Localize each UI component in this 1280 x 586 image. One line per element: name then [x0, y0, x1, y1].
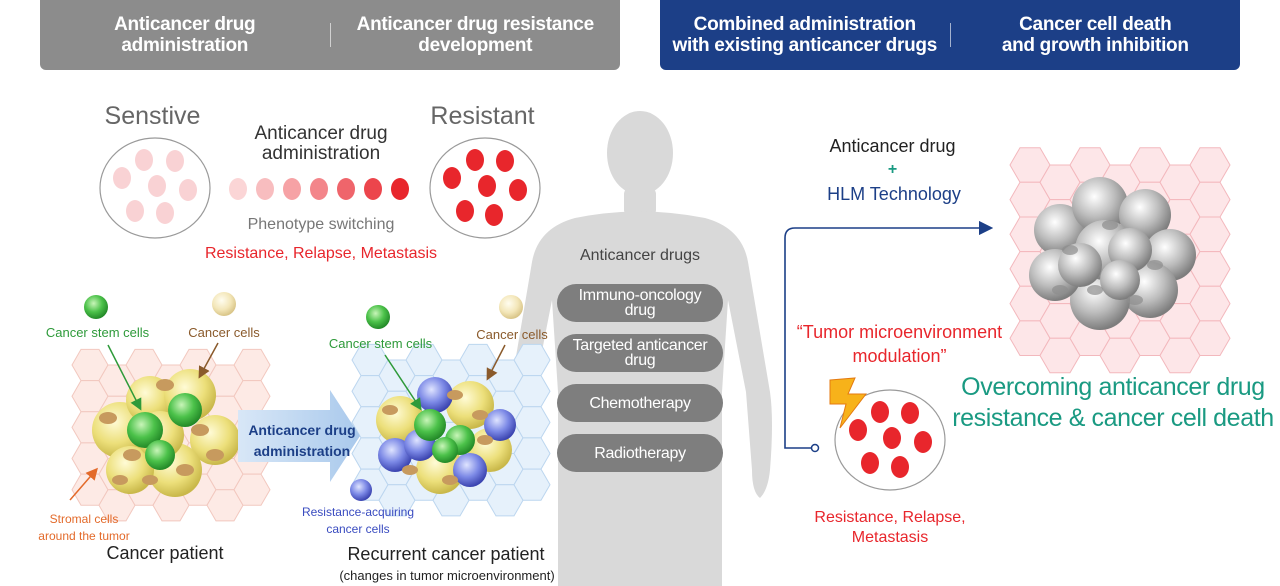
resistant-cell-icon	[350, 479, 372, 501]
resistance-outcome-label-right: Resistance, Relapse, Metastasis	[814, 509, 966, 546]
tissue-hexagon	[1189, 320, 1231, 356]
phenotype-switching-label: Phenotype switching	[247, 216, 395, 233]
banner-divider	[949, 23, 951, 47]
stem-cells-label-recurrent: Cancer stem cells	[328, 336, 433, 351]
sensitive-cell-dish	[99, 137, 211, 239]
overcoming-resistance-label: Overcoming anticancer drug resistance & …	[952, 373, 1274, 432]
dying-tumor	[1029, 177, 1196, 330]
anticancer-drug-label: Anticancer drug	[829, 136, 956, 156]
cancer-cell-icon	[499, 295, 523, 319]
recurrent-patient-subcaption: (changes in tumor microenvironment)	[339, 568, 555, 583]
arrow-administration-label: Anticancer drug administration	[248, 422, 356, 459]
sensitive-label: Senstive	[104, 102, 201, 130]
drug-pill-immuno: Immuno-oncology drug	[557, 284, 723, 322]
banner-step-resistance: Anticancer drug resistance development	[356, 14, 594, 56]
administration-arrow	[238, 390, 360, 482]
cancer-patient-caption: Cancer patient	[106, 543, 224, 563]
stromal-cells-label: Stromal cells around the tumor	[38, 512, 130, 543]
drugs-heading: Anticancer drugs	[579, 247, 701, 264]
plus-icon: +	[887, 161, 898, 178]
tme-modulation-label: “Tumor microenvironment modulation”	[796, 322, 1003, 366]
stem-cell-icon	[84, 295, 108, 319]
tissue-hexagon	[233, 473, 271, 506]
tumor-recurrent-patient	[376, 377, 516, 494]
cancer-cell-icon	[212, 292, 236, 316]
banner-divider	[329, 23, 331, 47]
tumor-cancer-patient	[92, 369, 240, 497]
administration-label: Anticancer drug administration	[254, 123, 388, 164]
resistance-outcome-label: Resistance, Relapse, Metastasis	[204, 245, 438, 262]
cancer-cells-label-recurrent: Cancer cells	[476, 327, 548, 342]
recurrent-patient-caption: Recurrent cancer patient	[347, 544, 545, 564]
banner-step-combination: Combined administration with existing an…	[672, 14, 938, 56]
hlm-technology-label: HLM Technology	[827, 184, 961, 204]
phenotype-switching-gradient	[229, 178, 409, 200]
banner-step-cell-death: Cancer cell death and growth inhibition	[1001, 14, 1189, 56]
drug-pill-radio: Radiotherapy	[557, 434, 723, 472]
banner-step-administration: Anticancer drug administration	[114, 14, 256, 56]
resistant-label: Resistant	[430, 102, 535, 130]
resistance-acquiring-label: Resistance-acquiring cancer cells	[301, 505, 415, 536]
cancer-cells-label: Cancer cells	[188, 325, 260, 340]
drug-pill-targeted: Targeted anticancer drug	[557, 334, 723, 372]
banner-combination: Combined administration with existing an…	[660, 0, 1240, 70]
tissue-hexagon	[513, 468, 551, 501]
stem-cell-icon	[366, 305, 390, 329]
lightning-icon	[829, 377, 868, 429]
resistant-cell-dish	[429, 137, 541, 239]
banner-drug-resistance: Anticancer drug administration Anticance…	[40, 0, 620, 70]
stem-cells-label: Cancer stem cells	[45, 325, 150, 340]
drug-pill-chemo: Chemotherapy	[557, 384, 723, 422]
resistant-cell-dish-right	[834, 389, 946, 491]
combination-arrow	[784, 220, 994, 449]
